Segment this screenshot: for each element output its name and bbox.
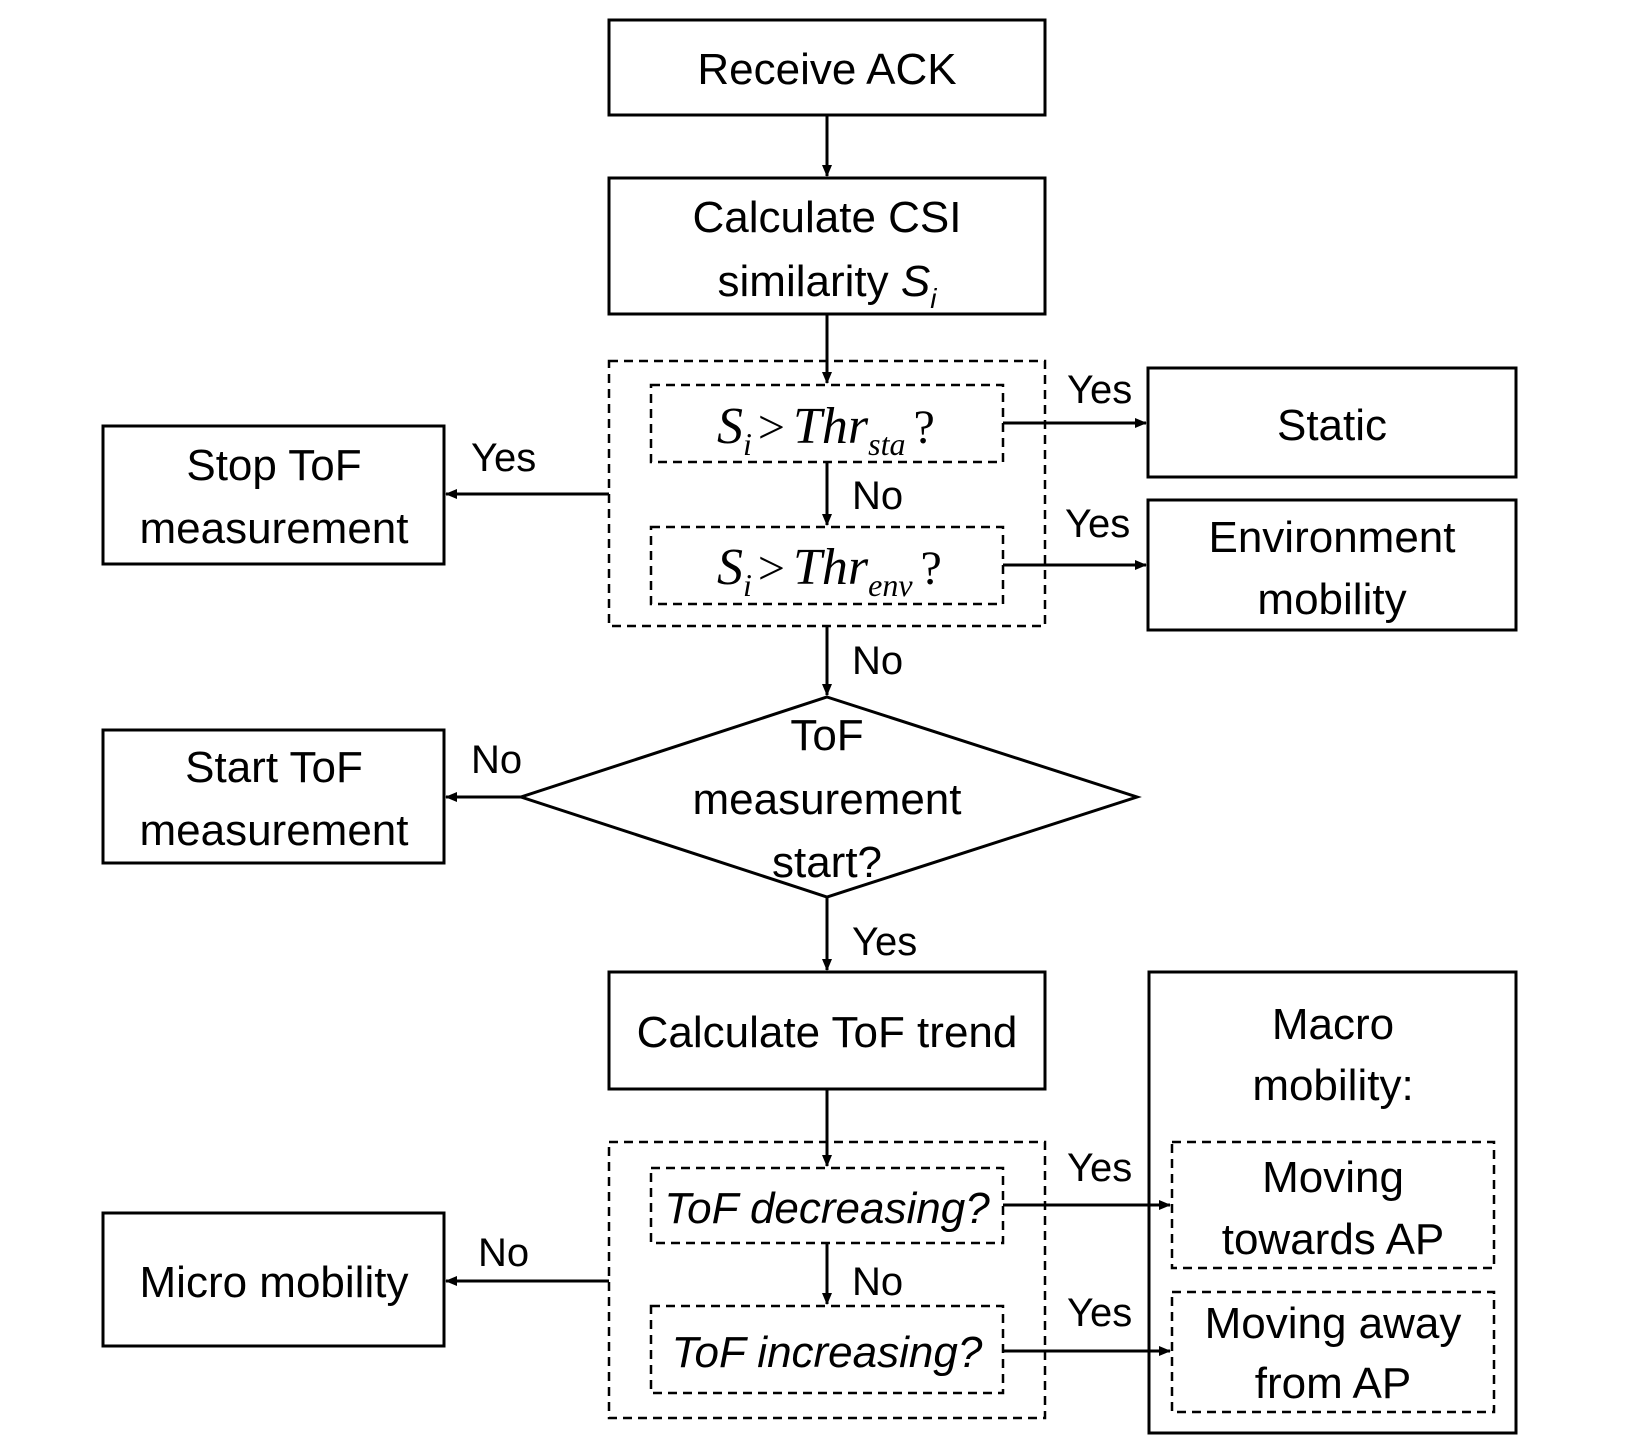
environment-mobility-box [1146, 498, 1518, 632]
start-tof-label-2: measurement [139, 806, 408, 855]
receive-ack-box [607, 18, 1047, 117]
macro-label-1: Macro [1272, 1000, 1394, 1049]
receive-ack-label: Receive ACK [697, 45, 956, 94]
stop-tof-label-1: Stop ToF [186, 441, 361, 490]
static-box [1146, 366, 1518, 479]
decision-label-3: start? [772, 838, 882, 887]
stop-tof-label-2: measurement [139, 504, 408, 553]
away-label-1: Moving away [1205, 1299, 1462, 1348]
environment-condition: Si>Threnv? [717, 539, 942, 603]
away-label-2: from AP [1255, 1359, 1412, 1408]
edge-label-stop-yes: Yes [471, 436, 536, 480]
decision-label-1: ToF [790, 711, 863, 760]
calc-tof-trend-box [607, 970, 1047, 1091]
calc-csi-box [607, 176, 1047, 316]
towards-label-1: Moving [1262, 1153, 1404, 1202]
stop-tof-box [101, 424, 446, 566]
macro-label-2: mobility: [1252, 1061, 1413, 1110]
environment-label-2: mobility [1257, 575, 1406, 624]
edge-label-start-no: No [471, 738, 522, 782]
calc-tof-trend-label: Calculate ToF trend [637, 1008, 1018, 1057]
tof-decreasing-label: ToF decreasing? [664, 1184, 990, 1233]
start-tof-box [101, 728, 446, 865]
moving-away-ap-box [1170, 1290, 1496, 1414]
calc-csi-label-1: Calculate CSI [692, 193, 961, 242]
micro-mobility-label: Micro mobility [140, 1258, 409, 1307]
edge-label-sta-yes: Yes [1067, 368, 1132, 412]
moving-towards-ap-box [1170, 1140, 1496, 1270]
start-tof-label-1: Start ToF [185, 743, 363, 792]
edge-label-sta-no: No [852, 474, 903, 518]
edge-label-dec-no: No [852, 1260, 903, 1304]
edge-label-env-yes: Yes [1065, 502, 1130, 546]
edge-label-decision-yes: Yes [852, 920, 917, 964]
calc-csi-label-2: similarity Si [718, 257, 938, 314]
edge-label-env-no: No [852, 639, 903, 683]
macro-mobility-box [1147, 970, 1518, 1435]
edge-label-dec-yes: Yes [1067, 1146, 1132, 1190]
edge-label-micro-no: No [478, 1231, 529, 1275]
micro-mobility-box [101, 1211, 446, 1348]
static-condition: Si>Thrsta? [717, 398, 935, 462]
static-label: Static [1277, 401, 1387, 450]
environment-label-1: Environment [1208, 513, 1455, 562]
tof-increasing-label: ToF increasing? [672, 1328, 983, 1377]
decision-label-2: measurement [692, 775, 961, 824]
towards-label-2: towards AP [1222, 1215, 1445, 1264]
edge-label-inc-yes: Yes [1067, 1291, 1132, 1335]
